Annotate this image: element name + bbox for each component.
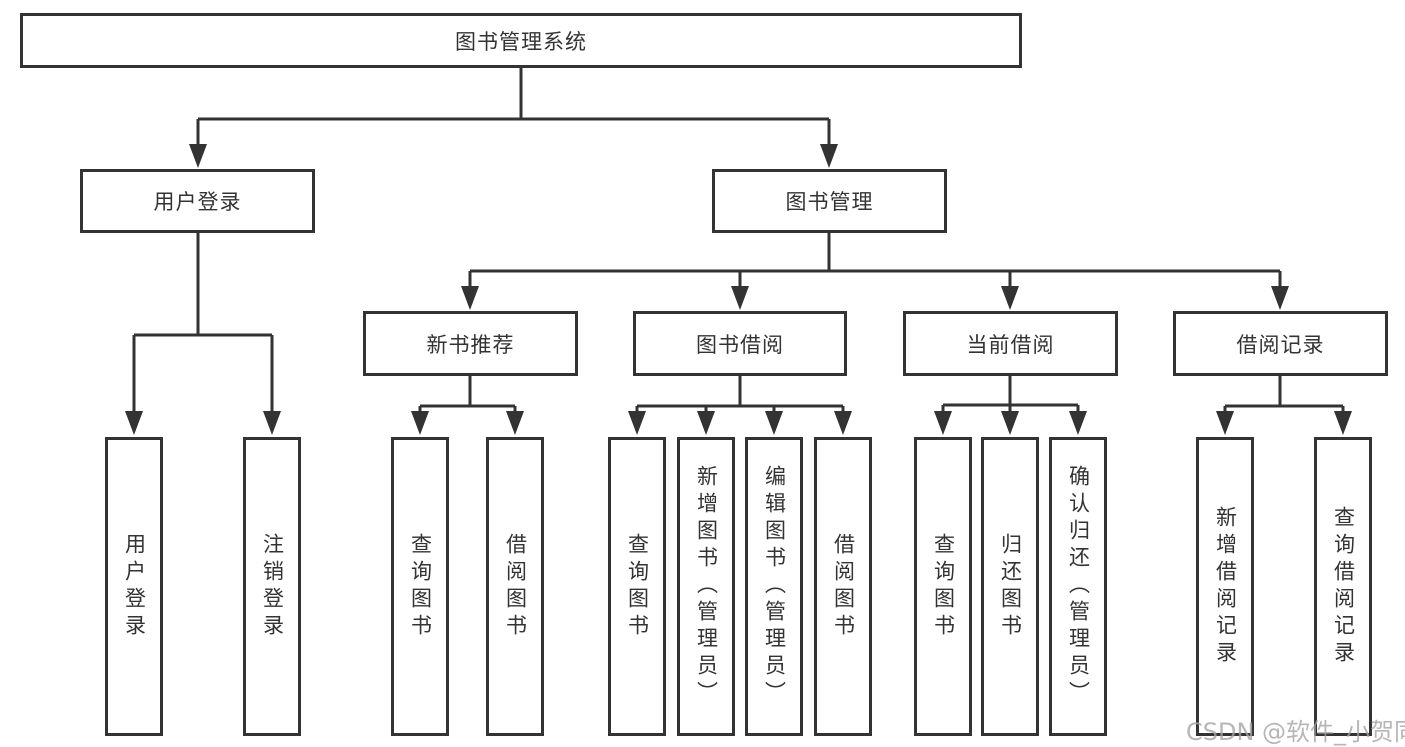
leaf-query-books-current: 查询图书 [914,437,972,736]
leaf-borrow-books-recommend-label: 借阅图书 [503,532,528,641]
leaf-query-books-borrowing-label: 查询图书 [625,532,650,641]
node-user-login-label: 用户登录 [153,190,242,214]
node-new-book-recommendation-label: 新书推荐 [426,332,515,357]
node-book-borrowing-label: 图书借阅 [696,332,784,357]
csdn-watermark: CSDN @软件_小贺同学 [1186,718,1405,746]
leaf-logout: 注销登录 [243,437,301,736]
node-book-management: 图书管理 [712,169,947,233]
node-root-library-management-system: 图书管理系统 [20,13,1022,68]
leaf-query-borrow-record-label: 查询借阅记录 [1331,505,1356,668]
node-user-login: 用户登录 [80,169,315,233]
leaf-return-books-label: 归还图书 [998,532,1023,641]
leaf-borrow-books-recommend: 借阅图书 [486,437,544,736]
leaf-query-books-borrowing: 查询图书 [608,437,666,736]
leaf-confirm-return-admin-label: 确认归还（管理员） [1066,465,1091,708]
node-new-book-recommendation: 新书推荐 [363,311,578,376]
leaf-borrow-books-borrowing-label: 借阅图书 [831,532,856,641]
leaf-confirm-return-admin: 确认归还（管理员） [1049,437,1107,736]
node-current-borrowing-label: 当前借阅 [966,332,1055,357]
leaf-borrow-books-borrowing: 借阅图书 [814,437,872,736]
leaf-logout-label: 注销登录 [260,532,285,641]
leaf-add-book-admin-label: 新增图书（管理员） [694,465,719,708]
node-borrowing-records: 借阅记录 [1173,311,1388,376]
leaf-add-book-admin: 新增图书（管理员） [677,437,735,736]
leaf-edit-book-admin: 编辑图书（管理员） [745,437,803,736]
node-current-borrowing: 当前借阅 [903,311,1118,376]
leaf-user-login-label: 用户登录 [122,532,147,641]
leaf-user-login: 用户登录 [105,437,163,736]
leaf-query-books-recommend-label: 查询图书 [408,532,433,641]
leaf-add-borrow-record-label: 新增借阅记录 [1213,505,1238,668]
leaf-return-books: 归还图书 [981,437,1039,736]
leaf-edit-book-admin-label: 编辑图书（管理员） [762,465,787,708]
leaf-query-books-current-label: 查询图书 [931,532,956,641]
node-root-label: 图书管理系统 [455,29,587,54]
node-borrowing-records-label: 借阅记录 [1236,332,1325,357]
leaf-add-borrow-record: 新增借阅记录 [1196,437,1254,736]
leaf-query-borrow-record: 查询借阅记录 [1314,437,1372,736]
node-book-management-label: 图书管理 [785,190,874,214]
node-book-borrowing: 图书借阅 [633,311,847,376]
leaf-query-books-recommend: 查询图书 [391,437,449,736]
